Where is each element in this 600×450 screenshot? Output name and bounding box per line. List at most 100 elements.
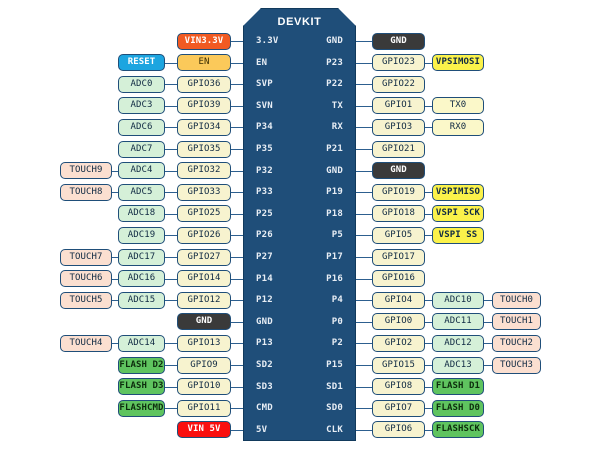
left-label-gpio11[interactable]: GPIO11 — [177, 400, 231, 417]
right-label-flash-d0[interactable]: FLASH D0 — [432, 400, 484, 417]
wire-left-outer-10 — [112, 257, 118, 258]
left-label-touch5[interactable]: TOUCH5 — [60, 292, 112, 309]
right-label-gpio3[interactable]: GPIO3 — [372, 119, 425, 136]
left-label-vin-5v[interactable]: VIN 5V — [177, 421, 231, 438]
right-label-gpio23[interactable]: GPIO23 — [372, 54, 425, 71]
chip-pin-left-p35: P35 — [256, 144, 273, 154]
right-label-touch3[interactable]: TOUCH3 — [492, 357, 541, 374]
right-label-touch1[interactable]: TOUCH1 — [492, 313, 541, 330]
right-label-gpio15[interactable]: GPIO15 — [372, 357, 425, 374]
right-label-gpio6[interactable]: GPIO6 — [372, 421, 425, 438]
left-label-adc3[interactable]: ADC3 — [118, 97, 165, 114]
right-label-adc13[interactable]: ADC13 — [432, 357, 484, 374]
left-label-gpio27[interactable]: GPIO27 — [177, 249, 231, 266]
wire-right-inner-13 — [356, 322, 372, 323]
wire-right-mid-1 — [425, 63, 432, 64]
right-label-gpio1[interactable]: GPIO1 — [372, 97, 425, 114]
chip-pin-left-3.3v: 3.3V — [256, 36, 279, 46]
left-label-gpio25[interactable]: GPIO25 — [177, 205, 231, 222]
wire-left-outer-6 — [112, 171, 118, 172]
left-label-flash-d2[interactable]: FLASH D2 — [118, 357, 165, 374]
right-label-touch2[interactable]: TOUCH2 — [492, 335, 541, 352]
right-label-tx0[interactable]: TX0 — [432, 97, 484, 114]
left-label-adc5[interactable]: ADC5 — [118, 184, 165, 201]
left-label-flash-d3[interactable]: FLASH D3 — [118, 378, 165, 395]
right-label-touch0[interactable]: TOUCH0 — [492, 292, 541, 309]
wire-right-inner-17 — [356, 408, 372, 409]
right-label-flashsck[interactable]: FLASHSCK — [432, 421, 484, 438]
left-label-gpio32[interactable]: GPIO32 — [177, 162, 231, 179]
wire-right-inner-5 — [356, 149, 372, 150]
left-label-adc6[interactable]: ADC6 — [118, 119, 165, 136]
left-label-gpio9[interactable]: GPIO9 — [177, 357, 231, 374]
left-label-adc18[interactable]: ADC18 — [118, 205, 165, 222]
left-label-gpio35[interactable]: GPIO35 — [177, 141, 231, 158]
wire-right-mid-8 — [425, 214, 432, 215]
wire-left-outer-11 — [112, 279, 118, 280]
chip-pin-right-p23: P23 — [326, 58, 343, 68]
wire-right-inner-2 — [356, 84, 372, 85]
right-label-gnd[interactable]: GND — [372, 162, 425, 179]
chip-pin-right-p22: P22 — [326, 79, 343, 89]
left-label-gpio13[interactable]: GPIO13 — [177, 335, 231, 352]
left-label-gpio34[interactable]: GPIO34 — [177, 119, 231, 136]
right-label-gpio21[interactable]: GPIO21 — [372, 141, 425, 158]
right-label-gpio7[interactable]: GPIO7 — [372, 400, 425, 417]
left-label-touch8[interactable]: TOUCH8 — [60, 184, 112, 201]
right-label-gpio0[interactable]: GPIO0 — [372, 313, 425, 330]
right-label-rx0[interactable]: RX0 — [432, 119, 484, 136]
right-label-gpio17[interactable]: GPIO17 — [372, 249, 425, 266]
right-label-gnd[interactable]: GND — [372, 33, 425, 50]
left-label-gpio26[interactable]: GPIO26 — [177, 227, 231, 244]
left-label-touch6[interactable]: TOUCH6 — [60, 270, 112, 287]
right-label-gpio18[interactable]: GPIO18 — [372, 205, 425, 222]
right-label-gpio5[interactable]: GPIO5 — [372, 227, 425, 244]
left-label-gpio10[interactable]: GPIO10 — [177, 378, 231, 395]
right-label-vspi-ss[interactable]: VSPI SS — [432, 227, 484, 244]
left-label-touch4[interactable]: TOUCH4 — [60, 335, 112, 352]
right-label-vspimiso[interactable]: VSPIMISO — [432, 184, 484, 201]
right-label-gpio4[interactable]: GPIO4 — [372, 292, 425, 309]
left-label-touch9[interactable]: TOUCH9 — [60, 162, 112, 179]
right-label-adc12[interactable]: ADC12 — [432, 335, 484, 352]
left-label-reset[interactable]: RESET — [118, 54, 165, 71]
left-label-adc15[interactable]: ADC15 — [118, 292, 165, 309]
left-label-en[interactable]: EN — [177, 54, 231, 71]
left-label-adc0[interactable]: ADC0 — [118, 76, 165, 93]
wire-left-inner-1 — [231, 63, 243, 64]
left-label-adc17[interactable]: ADC17 — [118, 249, 165, 266]
left-label-flashcmd[interactable]: FLASHCMD — [118, 400, 165, 417]
left-label-adc14[interactable]: ADC14 — [118, 335, 165, 352]
right-label-gpio22[interactable]: GPIO22 — [372, 76, 425, 93]
left-label-touch7[interactable]: TOUCH7 — [60, 249, 112, 266]
left-label-adc4[interactable]: ADC4 — [118, 162, 165, 179]
right-label-gpio8[interactable]: GPIO8 — [372, 378, 425, 395]
wire-right-inner-14 — [356, 343, 372, 344]
left-label-gpio33[interactable]: GPIO33 — [177, 184, 231, 201]
left-label-adc19[interactable]: ADC19 — [118, 227, 165, 244]
right-label-adc11[interactable]: ADC11 — [432, 313, 484, 330]
right-label-vspi-sck[interactable]: VSPI SCK — [432, 205, 484, 222]
right-label-gpio16[interactable]: GPIO16 — [372, 270, 425, 287]
wire-right-mid-12 — [425, 300, 432, 301]
right-label-gpio2[interactable]: GPIO2 — [372, 335, 425, 352]
wire-right-outer-15 — [484, 365, 492, 366]
left-label-adc16[interactable]: ADC16 — [118, 270, 165, 287]
right-label-adc10[interactable]: ADC10 — [432, 292, 484, 309]
left-label-vin3-3v[interactable]: VIN3.3V — [177, 33, 231, 50]
left-label-gpio12[interactable]: GPIO12 — [177, 292, 231, 309]
wire-left-inner-7 — [231, 192, 243, 193]
left-label-adc7[interactable]: ADC7 — [118, 141, 165, 158]
chip-pin-left-p13: P13 — [256, 338, 273, 348]
right-label-flash-d1[interactable]: FLASH D1 — [432, 378, 484, 395]
left-label-gpio36[interactable]: GPIO36 — [177, 76, 231, 93]
wire-left-inner-16 — [231, 387, 243, 388]
right-label-vpsimosi[interactable]: VPSIMOSI — [432, 54, 484, 71]
right-label-gpio19[interactable]: GPIO19 — [372, 184, 425, 201]
wire-left-inner-9 — [231, 235, 243, 236]
left-label-gpio14[interactable]: GPIO14 — [177, 270, 231, 287]
wire-right-mid-9 — [425, 235, 432, 236]
left-label-gnd[interactable]: GND — [177, 313, 231, 330]
left-label-gpio39[interactable]: GPIO39 — [177, 97, 231, 114]
